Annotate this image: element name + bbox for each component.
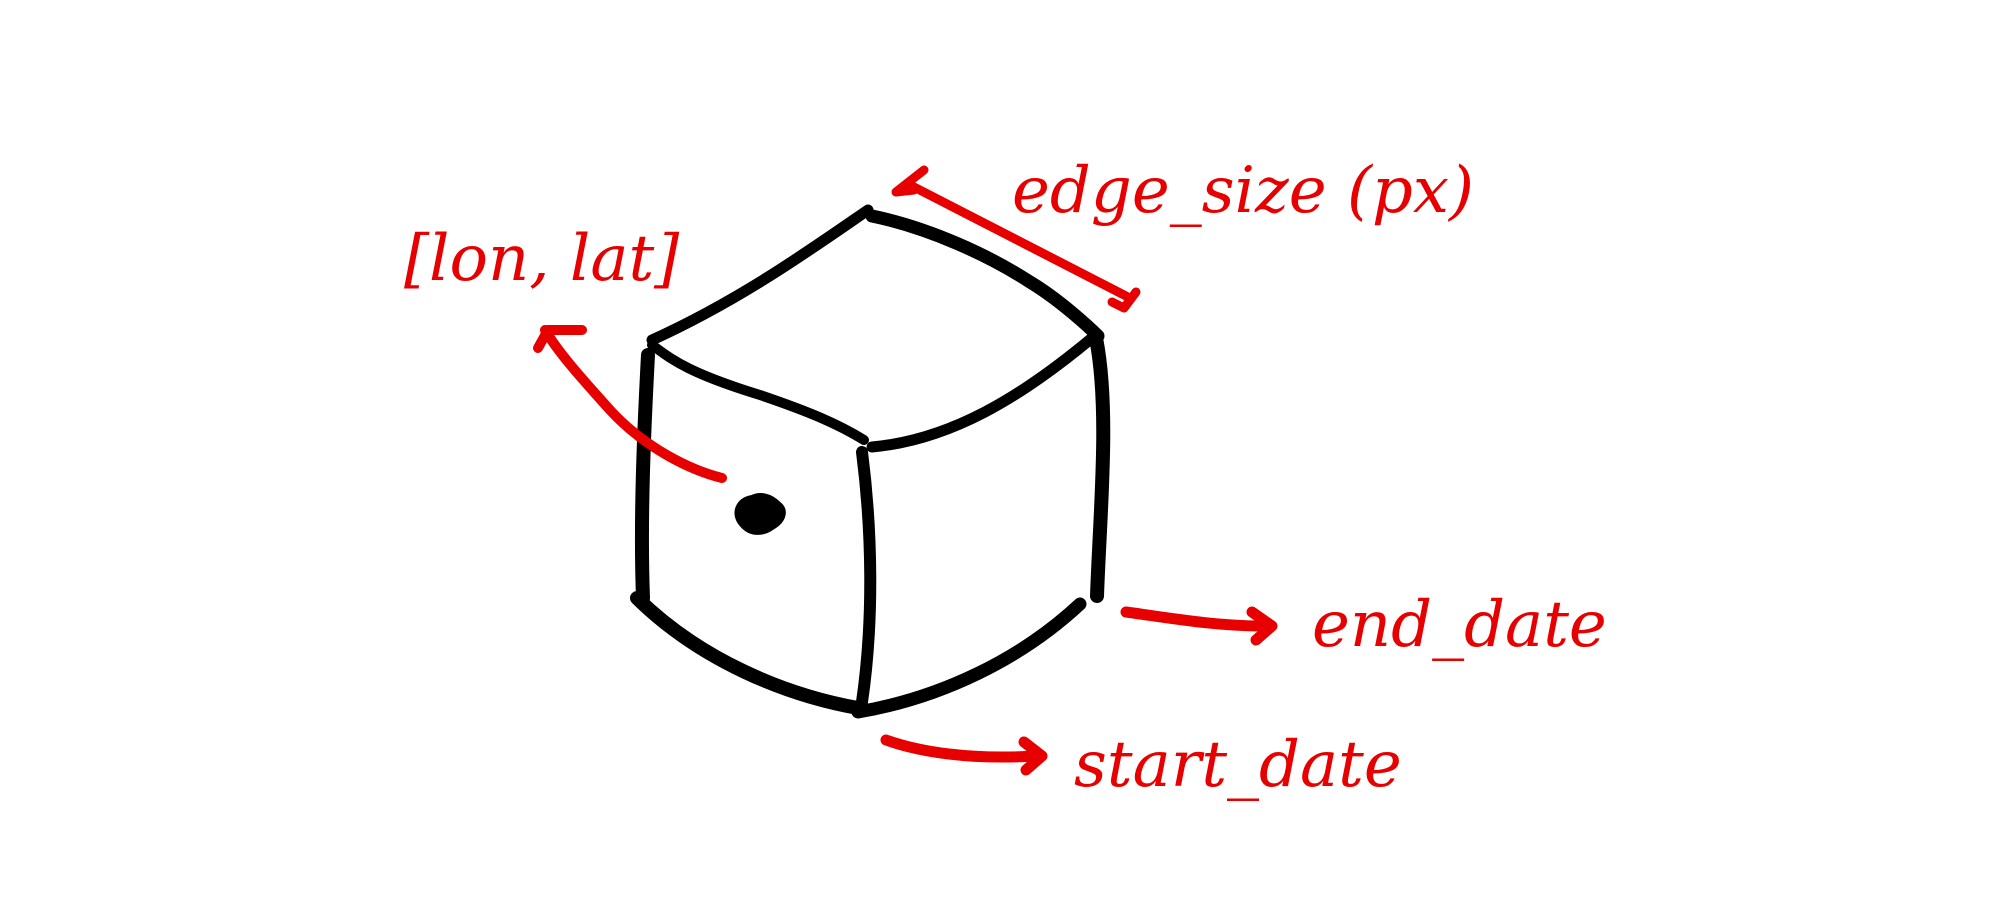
location-point [734, 493, 786, 535]
edge-size-label: edge_size (px) [1012, 154, 1474, 228]
edge-size-arrowhead-left [891, 165, 929, 197]
edge-size-arrow [907, 181, 1131, 301]
start-date-label: start_date [1074, 728, 1402, 802]
lon-lat-label: [lon, lat] [404, 222, 680, 296]
cube-top-left-edge [646, 204, 874, 346]
cube-bottom-right-edge [851, 597, 1087, 719]
annotations: edge_size (px) [lon, lat] end_date start… [404, 154, 1607, 802]
edge-size-arrowhead-right [1107, 287, 1141, 313]
start-date-arrow [880, 734, 1042, 763]
cube-right-vertical-edge [1089, 331, 1111, 603]
cube-top-front-right-edge [866, 332, 1098, 453]
lon-lat-arrow [540, 325, 727, 483]
end-date-arrow [1120, 606, 1268, 632]
lon-lat-arrowhead [533, 325, 587, 353]
cube-left-vertical-edge [634, 348, 655, 605]
end-date-arrowhead [1246, 606, 1278, 646]
cube-bottom-left-edge [630, 591, 865, 715]
start-date-arrowhead [1018, 736, 1048, 776]
cube-middle-vertical-edge [856, 446, 877, 708]
end-date-label: end_date [1312, 588, 1607, 662]
cube-top-front-left-edge [647, 340, 869, 445]
data-cube [630, 204, 1111, 719]
cube-top-back-edge [865, 209, 1105, 343]
